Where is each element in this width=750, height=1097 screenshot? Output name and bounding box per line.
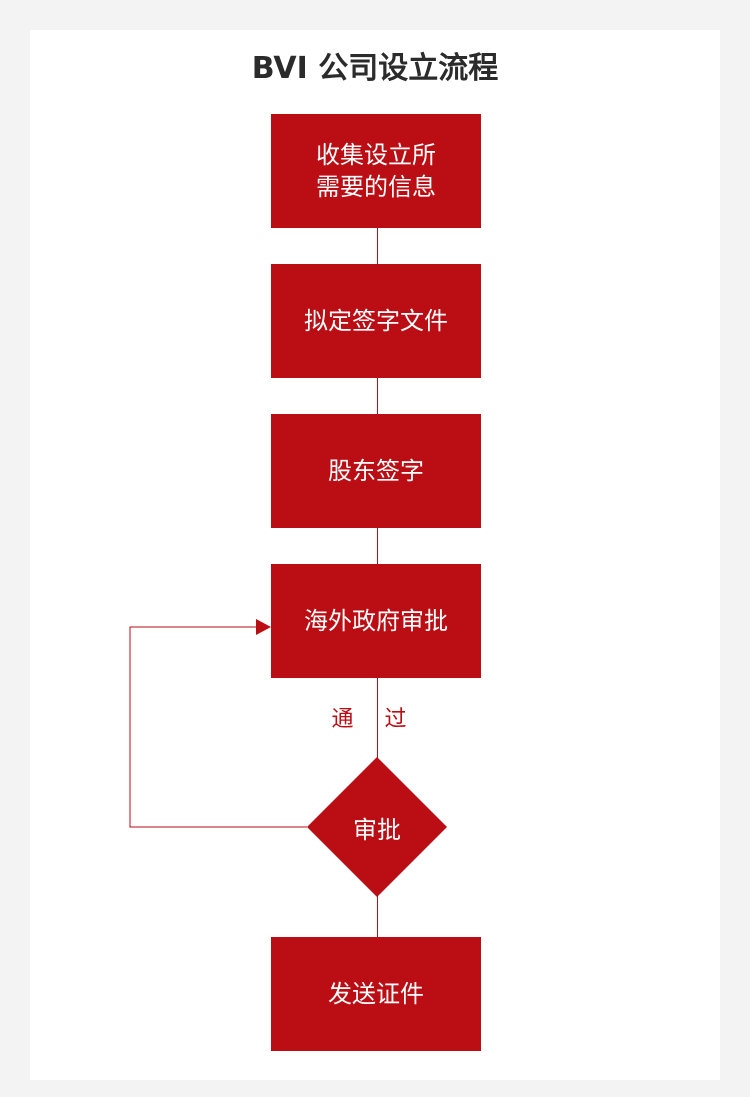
step-shareholder-sign: 股东签字 [271, 414, 481, 528]
step-draft-documents-label: 拟定签字文件 [304, 307, 448, 335]
step-draft-documents: 拟定签字文件 [271, 264, 481, 378]
step-collect-info-line2: 需要的信息 [316, 173, 436, 201]
step-send-certificates-label: 发送证件 [328, 980, 424, 1008]
connector-4-decision [377, 678, 378, 758]
decision-label: 审批 [353, 815, 401, 844]
connector-2-3 [377, 378, 378, 414]
step-government-approval-label: 海外政府审批 [304, 607, 448, 635]
connector-1-2 [377, 228, 378, 264]
connector-decision-final [377, 896, 378, 937]
diagram-title: BVI 公司设立流程 [251, 51, 499, 86]
loop-back-line [129, 626, 307, 828]
decision-diamond [307, 757, 447, 897]
pass-label: 通 过 [331, 707, 419, 732]
step-government-approval: 海外政府审批 [271, 564, 481, 678]
connector-3-4 [377, 528, 378, 564]
step-send-certificates: 发送证件 [271, 937, 481, 1051]
step-collect-info: 收集设立所 需要的信息 [271, 114, 481, 228]
step-shareholder-sign-label: 股东签字 [328, 457, 424, 485]
step-collect-info-line1: 收集设立所 [316, 141, 436, 169]
loop-back-arrowhead [256, 619, 271, 635]
